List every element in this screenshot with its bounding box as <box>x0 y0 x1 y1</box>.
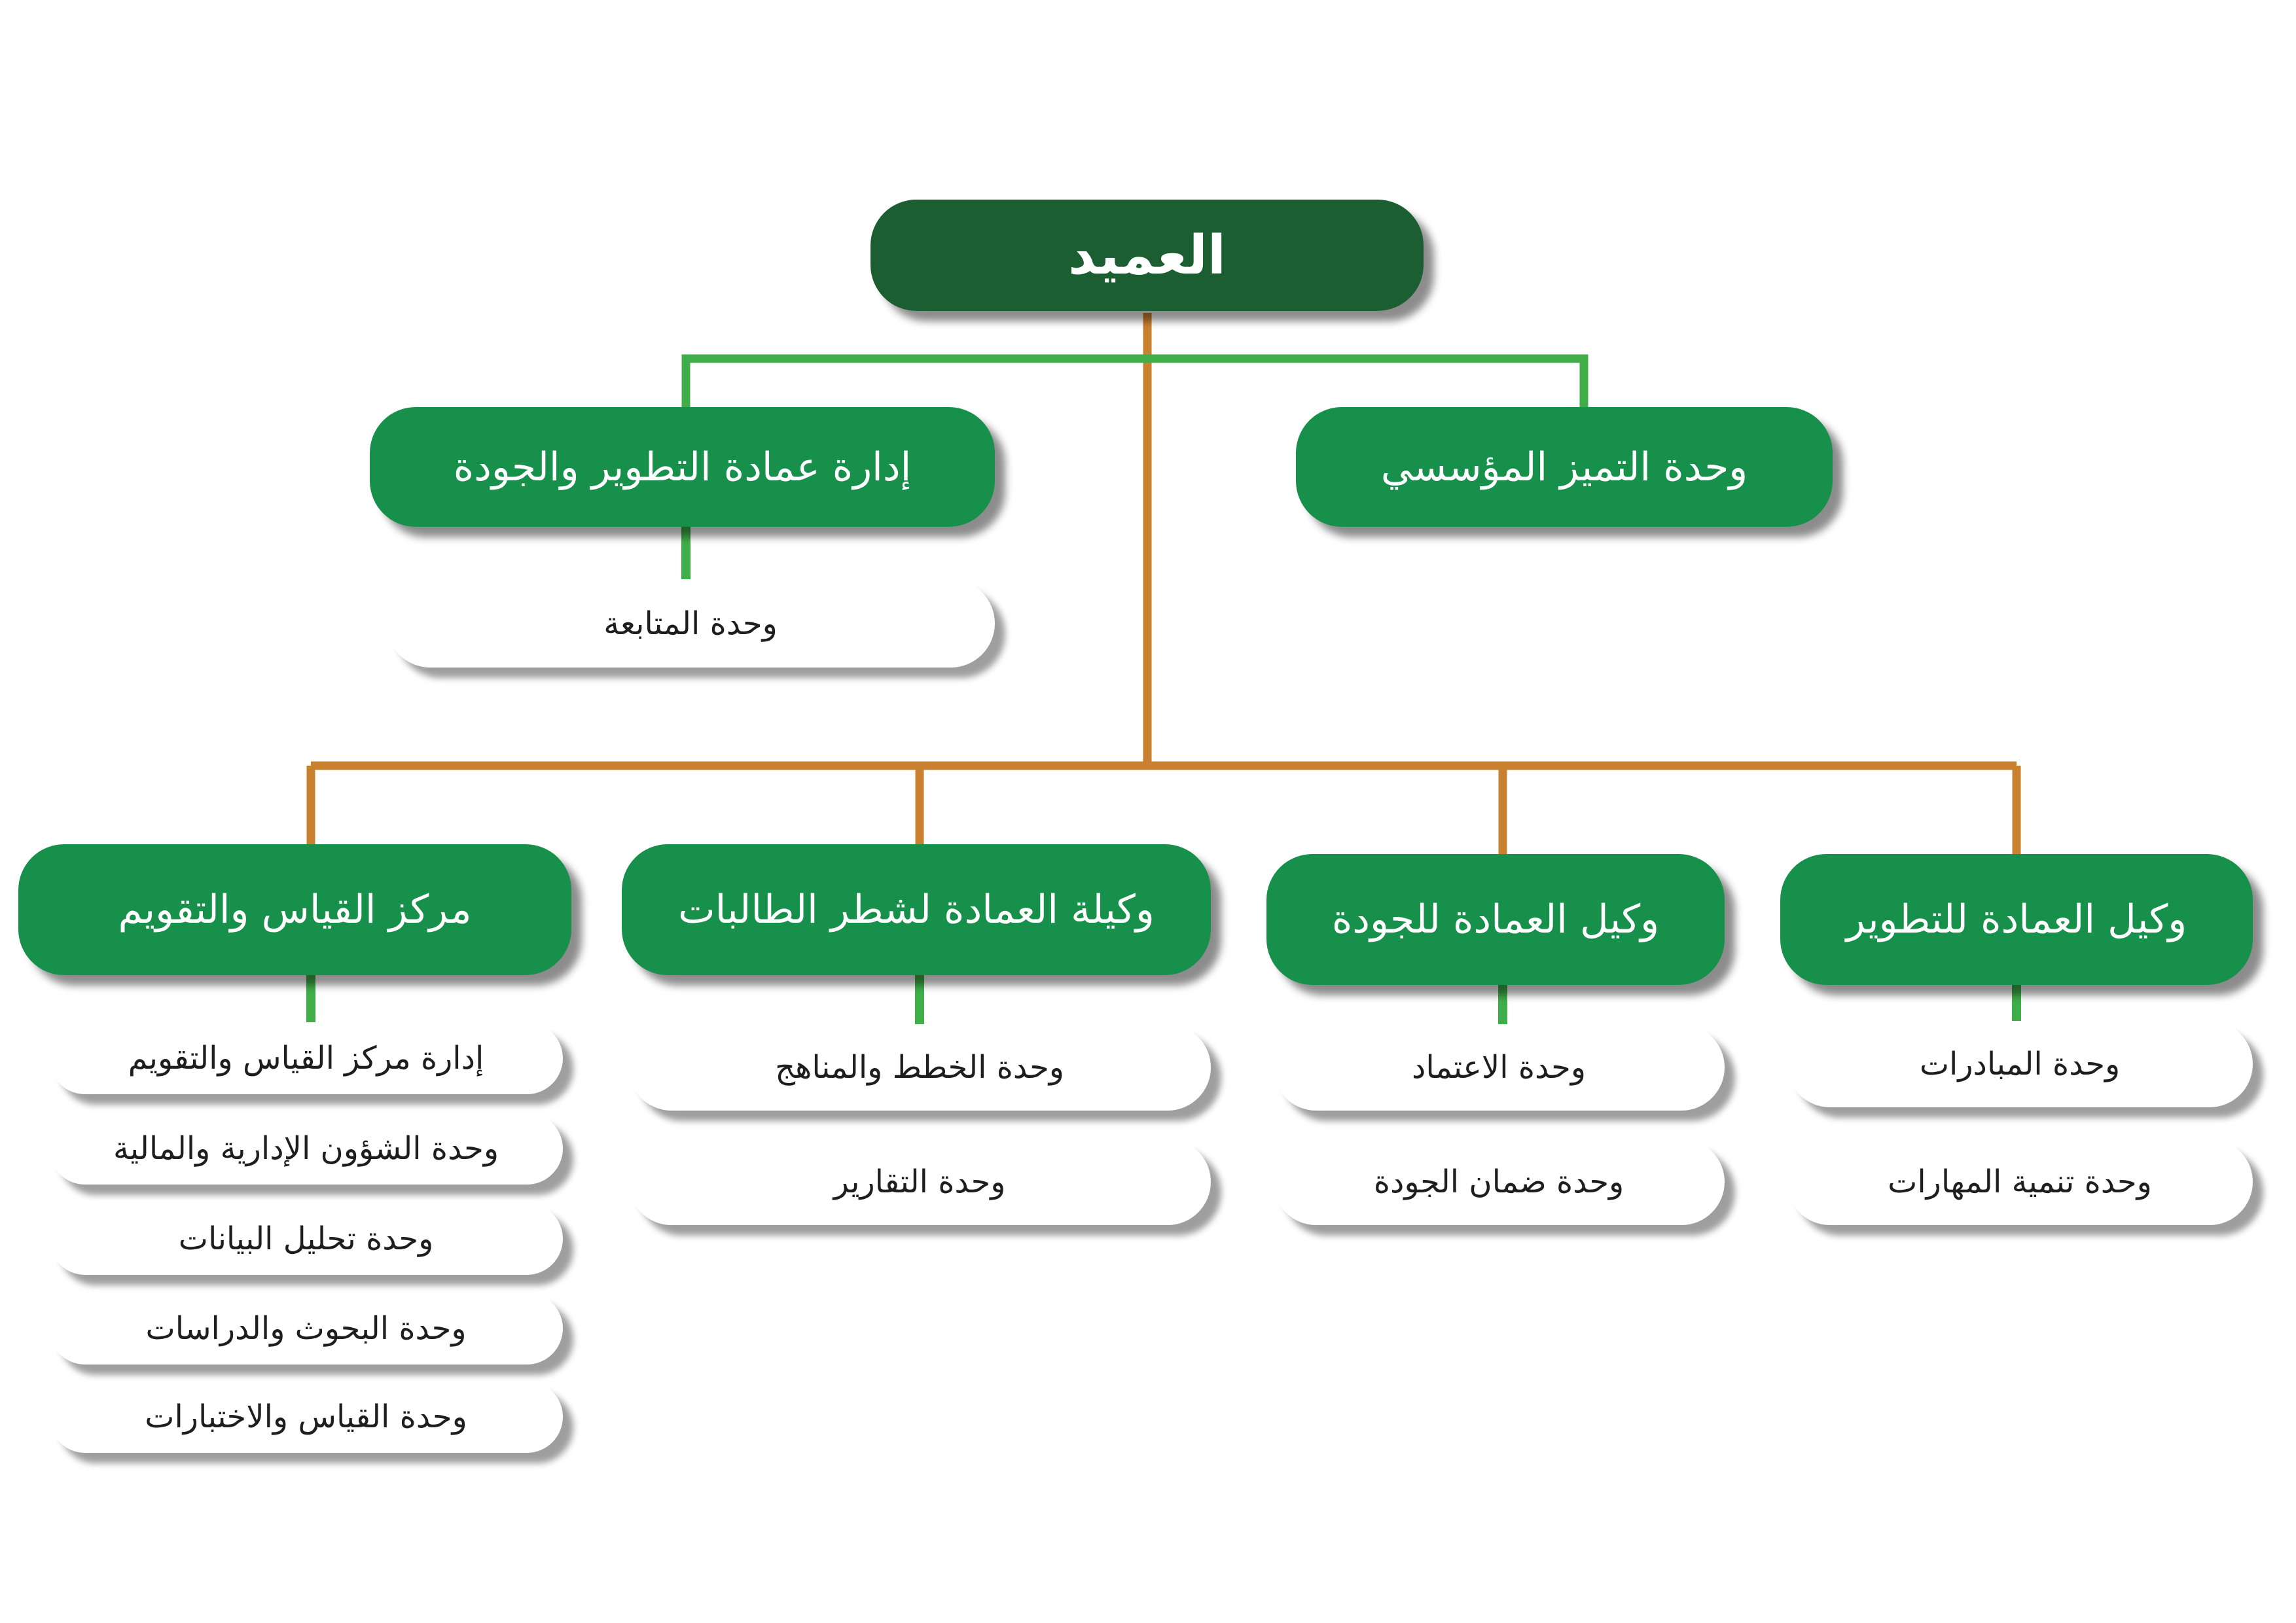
skills-development-unit-box: وحدة تنمية المهارات <box>1787 1139 2253 1225</box>
data-analysis-unit-label: وحدة تحليل البيانات <box>178 1221 434 1257</box>
vice-dean-development-box: وكيل العمادة للتطوير <box>1780 854 2253 985</box>
admin-financial-affairs-unit-box: وحدة الشؤون الإدارية والمالية <box>49 1113 563 1185</box>
admin-financial-affairs-unit-label: وحدة الشؤون الإدارية والمالية <box>113 1130 499 1167</box>
connector-upper-branch <box>681 354 1588 407</box>
measurement-center-admin-unit-box: إدارة مركز القياس والتقويم <box>49 1022 563 1094</box>
development-quality-admin-label: إدارة عمادة التطوير والجودة <box>453 444 912 490</box>
plans-curricula-unit-label: وحدة الخطط والمناهج <box>775 1049 1064 1086</box>
reports-unit-box: وحدة التقارير <box>628 1139 1211 1225</box>
vice-dean-female-section-label: وكيلة العمادة لشطر الطالبات <box>678 887 1155 933</box>
measurement-center-box: مركز القياس والتقويم <box>18 844 571 975</box>
followup-unit-label: وحدة المتابعة <box>603 605 778 642</box>
measurement-tests-unit-box: وحدة القياس والاختبارات <box>49 1381 563 1453</box>
initiatives-unit-label: وحدة المبادرات <box>1919 1046 2121 1082</box>
research-studies-unit-label: وحدة البحوث والدراسات <box>145 1310 467 1347</box>
research-studies-unit-box: وحدة البحوث والدراسات <box>49 1293 563 1364</box>
institutional-excellence-box: وحدة التميز المؤسسي <box>1296 407 1833 527</box>
data-analysis-unit-box: وحدة تحليل البيانات <box>49 1203 563 1275</box>
institutional-excellence-label: وحدة التميز المؤسسي <box>1380 444 1748 490</box>
accreditation-unit-box: وحدة الاعتماد <box>1273 1024 1725 1111</box>
dean-label: العميد <box>1068 224 1226 287</box>
vice-dean-quality-label: وكيل العمادة للجودة <box>1331 897 1660 942</box>
measurement-tests-unit-label: وحدة القياس والاختبارات <box>145 1399 467 1435</box>
skills-development-unit-label: وحدة تنمية المهارات <box>1888 1164 2152 1200</box>
reports-unit-label: وحدة التقارير <box>833 1164 1006 1200</box>
accreditation-unit-label: وحدة الاعتماد <box>1411 1049 1587 1086</box>
measurement-center-admin-unit-label: إدارة مركز القياس والتقويم <box>128 1040 484 1077</box>
initiatives-unit-box: وحدة المبادرات <box>1787 1021 2253 1107</box>
vice-dean-quality-box: وكيل العمادة للجودة <box>1266 854 1725 985</box>
vice-dean-development-label: وكيل العمادة للتطوير <box>1846 897 2187 942</box>
plans-curricula-unit-box: وحدة الخطط والمناهج <box>628 1024 1211 1111</box>
dean-box: العميد <box>870 200 1424 311</box>
followup-unit-box: وحدة المتابعة <box>386 579 995 668</box>
development-quality-admin-box: إدارة عمادة التطوير والجودة <box>370 407 995 527</box>
quality-assurance-unit-box: وحدة ضمان الجودة <box>1273 1139 1725 1225</box>
vice-dean-female-section-box: وكيلة العمادة لشطر الطالبات <box>622 844 1211 975</box>
measurement-center-label: مركز القياس والتقويم <box>118 887 472 933</box>
quality-assurance-unit-label: وحدة ضمان الجودة <box>1373 1164 1624 1200</box>
